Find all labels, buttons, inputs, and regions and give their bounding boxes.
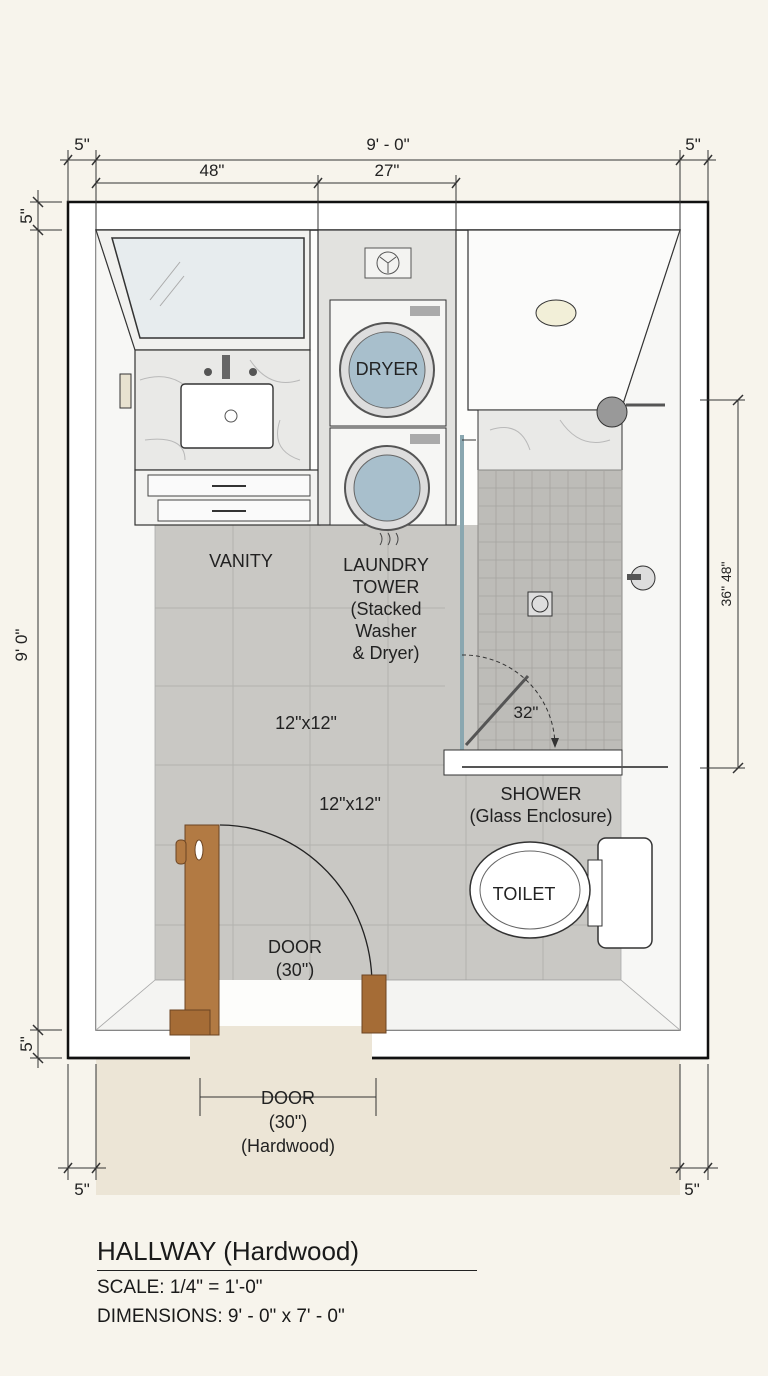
label-shower-2: (Glass Enclosure)	[469, 806, 612, 826]
label-hall-door-3: (Hardwood)	[241, 1136, 335, 1156]
label-door-1: DOOR	[268, 937, 322, 957]
faucet	[222, 355, 230, 379]
heat-icon	[379, 532, 399, 546]
dim-vanity-width: 48"	[200, 161, 225, 180]
door	[169, 824, 387, 1036]
label-door-2: (30")	[276, 960, 314, 980]
label-hall-door-2: (30")	[269, 1112, 307, 1132]
shower	[443, 229, 681, 776]
ceiling-light-icon	[535, 299, 577, 327]
dim-bottom-right-wall: 5"	[684, 1180, 700, 1199]
dim-left-total: 9' 0"	[12, 629, 31, 662]
label-dryer: DRYER	[356, 359, 419, 379]
label-vanity: VANITY	[209, 551, 273, 571]
label-toilet: TOILET	[493, 884, 556, 904]
dim-shower-depth: 36" 48"	[718, 561, 734, 606]
label-hall-door-1: DOOR	[261, 1088, 315, 1108]
label-laundry-4: Washer	[355, 621, 416, 641]
dim-left-bottom-wall: 5"	[17, 1036, 36, 1052]
dimensions-text: DIMENSIONS: 9' - 0" x 7' - 0"	[97, 1306, 345, 1327]
shower-ledge	[477, 409, 623, 471]
scale-text: SCALE: 1/4" = 1'-0"	[97, 1277, 263, 1298]
door-opening	[190, 1028, 372, 1060]
dim-top-left-wall: 5"	[74, 135, 90, 154]
title-rule	[97, 1270, 477, 1271]
outlet	[119, 373, 132, 409]
shower-threshold	[443, 749, 623, 776]
label-laundry-1: LAUNDRY	[343, 555, 429, 575]
sink	[180, 383, 274, 449]
shower-door	[464, 674, 530, 747]
toilet	[469, 837, 653, 949]
mirror	[111, 237, 305, 339]
door-jamb	[361, 974, 387, 1034]
dim-top-total: 9' - 0"	[366, 135, 409, 154]
label-tile-2: 12"x12"	[319, 794, 381, 814]
vanity	[95, 229, 321, 526]
label-laundry-2: TOWER	[353, 577, 420, 597]
shower-head-icon	[596, 396, 628, 428]
label-laundry-5: & Dryer)	[353, 643, 420, 663]
dimension-lines	[30, 150, 745, 1180]
title: HALLWAY (Hardwood)	[97, 1236, 360, 1266]
label-shower-1: SHOWER	[501, 784, 582, 804]
label-laundry-3: (Stacked	[350, 599, 421, 619]
dim-laundry-width: 27"	[375, 161, 400, 180]
dim-bottom-left-wall: 5"	[74, 1180, 90, 1199]
dim-left-top-wall: 5"	[17, 208, 36, 224]
laundry-tower	[317, 229, 457, 546]
label-tile-1: 12"x12"	[275, 713, 337, 733]
hallway-floor	[96, 1055, 680, 1195]
dim-top-right-wall: 5"	[685, 135, 701, 154]
dim-shower-door: 32"	[514, 703, 539, 722]
